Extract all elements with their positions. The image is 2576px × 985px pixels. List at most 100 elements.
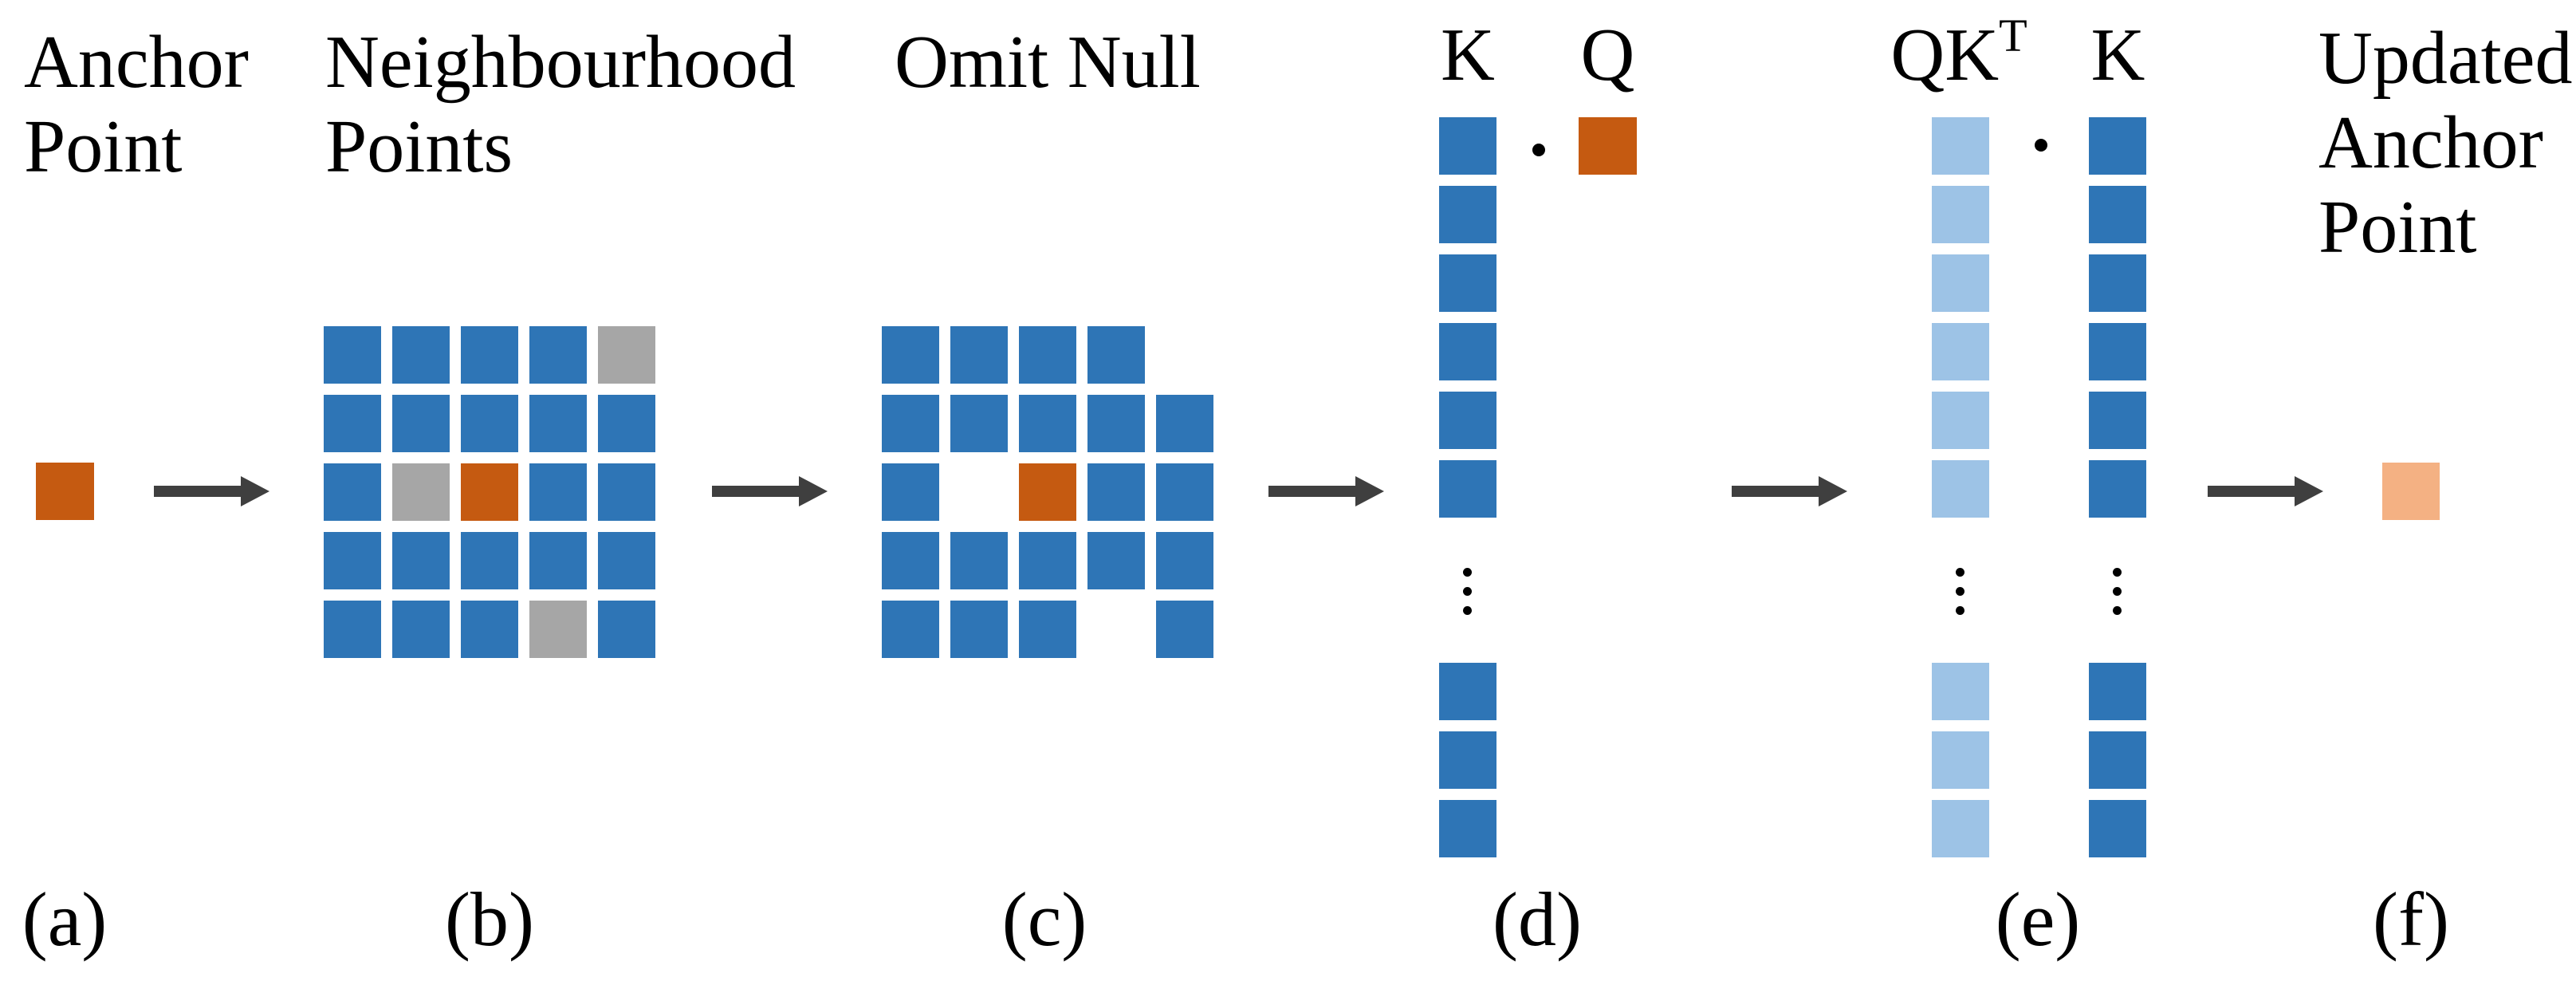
ellipsis-dot [2113,568,2122,577]
omitted-cell [1087,601,1145,658]
neighbour-point-cell [529,532,587,589]
ellipsis-dot [2113,606,2122,615]
neighbour-point-cell [1087,395,1145,452]
neighbour-point-cell [324,532,381,589]
vector-cell [1439,663,1496,720]
neighbour-point-cell [324,326,381,384]
neighbour-point-cell [392,601,450,658]
neighbour-point-cell [950,395,1008,452]
neighbour-point-cell [1019,395,1076,452]
anchor-point-title: Anchor Point [24,21,249,188]
arrow-head [241,476,269,506]
arrow-shaft [712,486,801,497]
neighbour-point-cell [529,463,587,521]
neighbour-point-cell [882,395,939,452]
neighbour-point-cell [324,463,381,521]
dot-product-icon [2035,139,2047,152]
flow-arrow-icon [154,476,269,506]
neighbour-point-cell [598,601,655,658]
neighbour-point-cell [461,395,518,452]
neighbour-point-cell [598,463,655,521]
neighbour-point-cell [1156,463,1213,521]
key-vector-column [1439,117,1496,857]
arrow-head [1355,476,1384,506]
arrow-head [799,476,828,506]
null-point-cell [392,463,450,521]
vector-cell [1932,117,1989,175]
vector-cell [2089,800,2146,857]
neighbour-point-cell [882,532,939,589]
arrow-head [1819,476,1847,506]
subfigure-label-a: (a) [22,877,108,962]
null-point-cell [598,326,655,384]
vector-cell [1932,800,1989,857]
dot-product-icon [1532,144,1545,156]
vector-cell [2089,460,2146,518]
neighbour-point-cell [1019,326,1076,384]
updated-anchor-point-square [2382,463,2440,520]
vector-cell [2089,254,2146,312]
vector-cell [1439,460,1496,518]
arrow-shaft [1732,486,1821,497]
neighbour-point-cell [950,532,1008,589]
qkt-base-text: QK [1890,14,2000,97]
qkt-transpose-superscript: T [1999,9,2027,61]
neighbour-point-cell [529,326,587,384]
flow-arrow-icon [1732,476,1847,506]
omitted-cell [1156,326,1213,384]
vector-cell [1932,392,1989,449]
ellipsis-dot [1463,568,1472,577]
neighbour-point-cell [882,326,939,384]
neighbourhood-points-title: Neighbourhood Points [325,21,796,188]
neighbour-point-cell [324,395,381,452]
neighbour-point-cell [1019,601,1076,658]
flow-arrow-icon [1268,476,1384,506]
key-matrix-label-e: K [2090,14,2145,97]
subfigure-label-f: (f) [2373,877,2449,962]
vector-cell [1439,117,1496,175]
arrow-shaft [1268,486,1358,497]
neighbour-point-cell [1087,532,1145,589]
ellipsis-dot [1463,606,1472,615]
anchor-point-square [36,463,94,520]
neighbour-point-cell [950,326,1008,384]
subfigure-label-c: (c) [1001,877,1087,962]
neighbour-point-cell [1156,601,1213,658]
neighbour-point-cell [1156,395,1213,452]
vector-cell [1932,731,1989,789]
anchor-point-cell [461,463,518,521]
flow-arrow-icon [2208,476,2323,506]
neighbour-point-cell [1087,463,1145,521]
vector-cell [1932,186,1989,243]
vector-cell [2089,323,2146,380]
vector-cell [2089,663,2146,720]
vector-cell [1439,800,1496,857]
neighbour-point-cell [529,395,587,452]
neighbour-point-cell [950,601,1008,658]
neighbour-point-cell [1019,532,1076,589]
neighbour-point-cell [1087,326,1145,384]
vector-cell [2089,731,2146,789]
flow-arrow-icon [712,476,828,506]
vector-cell [1439,186,1496,243]
neighbour-point-cell [1156,532,1213,589]
query-square [1579,117,1637,175]
ellipsis-dot [1956,568,1964,577]
neighbourhood-grid [324,326,655,658]
omit-null-title: Omit Null [895,21,1201,104]
vector-cell [1932,663,1989,720]
query-matrix-label: Q [1580,14,1635,97]
subfigure-label-d: (d) [1493,877,1582,962]
null-point-cell [529,601,587,658]
vector-cell [1439,392,1496,449]
qkt-weights-column [1932,117,1989,857]
neighbour-point-cell [392,532,450,589]
neighbour-point-cell [461,601,518,658]
key-vector-column-weighted [2089,117,2146,857]
updated-anchor-point-title: Updated Anchor Point [2318,17,2573,269]
qkt-matrix-label: QKT [1875,9,2043,107]
vector-cell [2089,392,2146,449]
omit-null-grid [882,326,1213,658]
vector-cell [1932,460,1989,518]
